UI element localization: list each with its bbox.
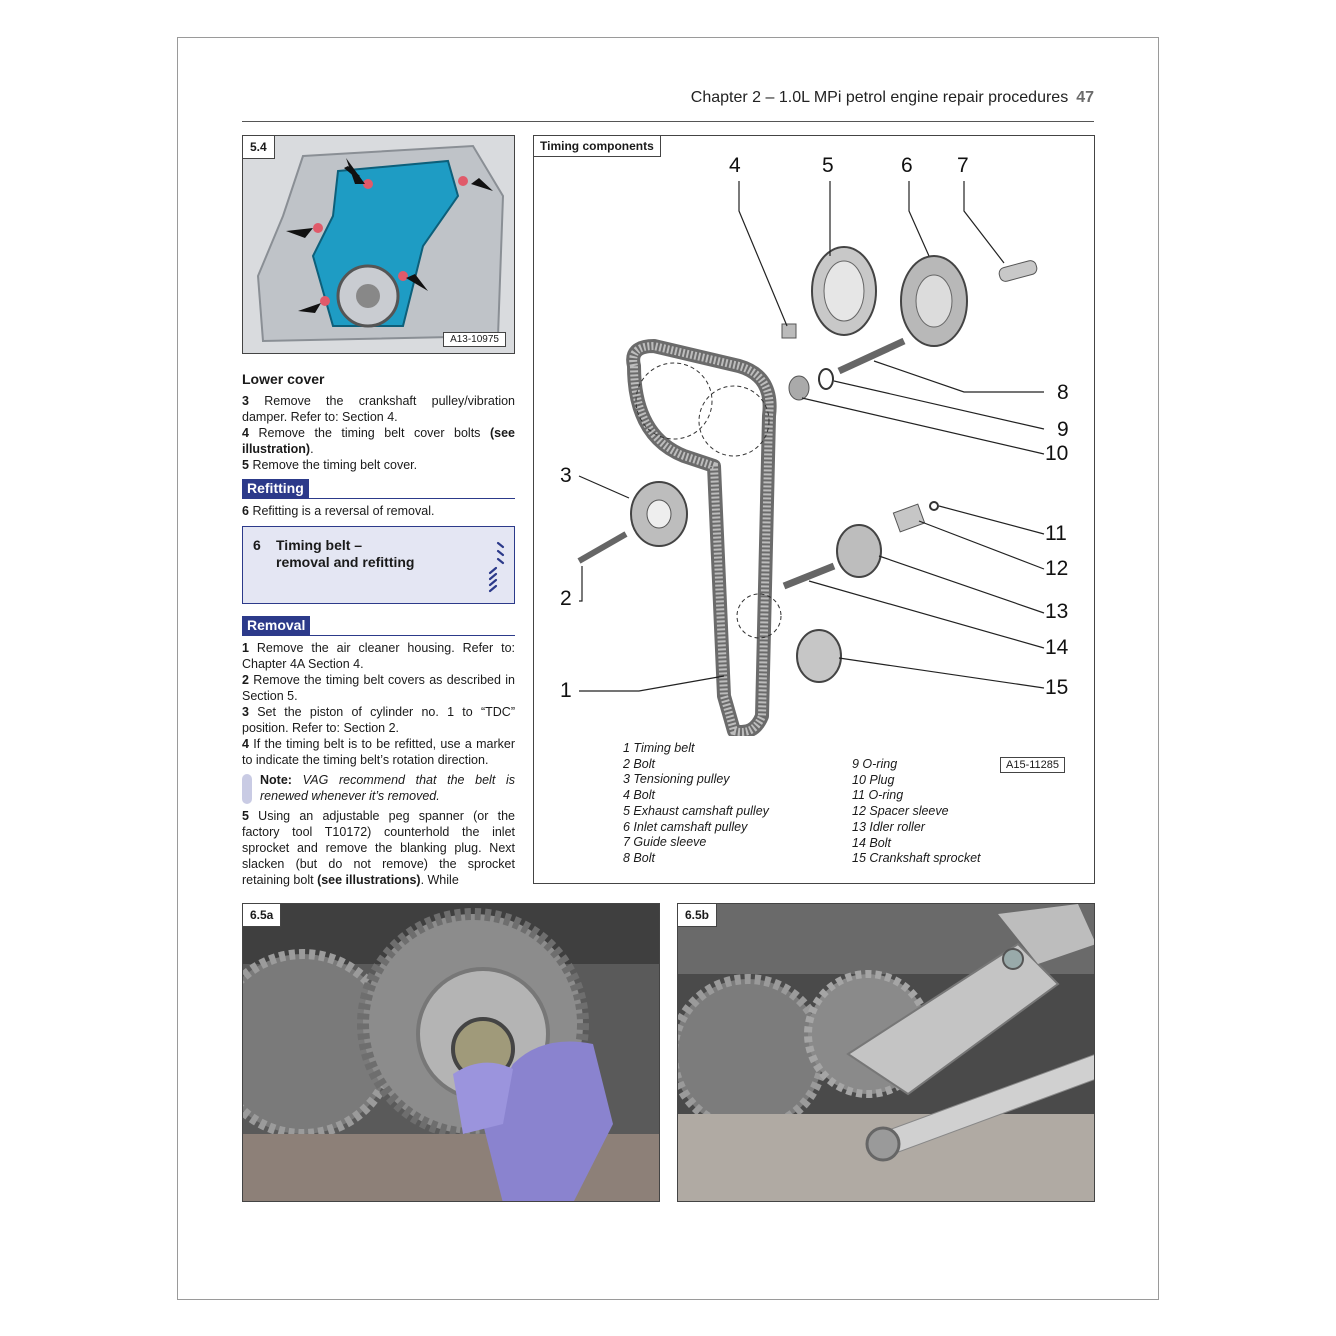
header-rule: [242, 121, 1094, 122]
legend-item: 4 Bolt: [623, 788, 655, 803]
legend-item: 1 Timing belt: [623, 741, 695, 755]
photo-6-5a: 6.5a: [242, 903, 660, 1202]
timing-belt-exploded-view: [577, 181, 1045, 736]
page-number: 47: [1076, 89, 1094, 106]
step-5: 5 Remove the timing belt cover.: [242, 458, 418, 472]
legend-item: 7 Guide sleeve: [623, 835, 707, 850]
chapter-title: Chapter 2 – 1.0L MPi petrol engine repai…: [690, 89, 1069, 106]
removal-step-4: 4 If the timing belt is to be refitted, …: [242, 737, 515, 767]
legend-item: 8 Bolt: [623, 850, 655, 865]
step-6: 6 Refitting is a reversal of removal.: [242, 504, 435, 518]
legend-item: 12 Spacer sleeve: [852, 804, 949, 819]
callout-15: 15: [1045, 676, 1069, 699]
note: Note: VAG recommend that the belt is ren…: [242, 772, 515, 804]
removal-step-5: 5 Using an adjustable peg spanner (or th…: [242, 809, 515, 887]
callout-9: 9: [1057, 418, 1069, 441]
photo-code: A13-10975: [443, 332, 506, 347]
legend-item: 10 Plug: [852, 772, 895, 787]
legend-item: 6 Inlet camshaft pulley: [623, 819, 748, 834]
photo-label: 5.4: [243, 136, 275, 159]
callout-2: 2: [560, 587, 572, 610]
step-3: 3 Remove the crankshaft pulley/vibration…: [242, 394, 516, 424]
callout-6: 6: [901, 154, 913, 177]
callout-4: 4: [729, 154, 741, 177]
diagram-tag: Timing components: [534, 136, 661, 157]
refitting-heading: Refitting: [242, 479, 515, 499]
sprocket-photo-illustration: [243, 904, 659, 1201]
diagram-code: A15-11285: [1000, 757, 1066, 773]
engine-cover-illustration: [243, 136, 514, 353]
photo-label: 6.5b: [678, 904, 718, 927]
timing-components-diagram: Timing components: [533, 135, 1095, 884]
lower-cover-heading: Lower cover: [242, 371, 325, 387]
spanner-rating-icon: [488, 541, 505, 593]
callout-12: 12: [1045, 557, 1069, 580]
page-header: Chapter 2 – 1.0L MPi petrol engine repai…: [178, 89, 1094, 107]
legend-item: 15 Crankshaft sprocket: [852, 851, 981, 866]
left-column-top: Lower cover 3 Remove the crankshaft pull…: [242, 371, 515, 519]
legend-item: 14 Bolt: [852, 835, 891, 850]
legend-left: 1 Timing belt 2 Bolt 3 Tensioning pulley…: [623, 741, 769, 867]
photo-label: 6.5a: [243, 904, 282, 927]
photo-5-4: 5.4 A13-10975: [242, 135, 515, 354]
removal-heading: Removal: [242, 616, 515, 636]
step-4: 4 Remove the timing belt cover bolts (se…: [242, 426, 515, 456]
callout-5: 5: [822, 154, 834, 177]
section-title: Timing belt – removal and refitting: [276, 537, 415, 570]
callout-8: 8: [1057, 381, 1069, 404]
callout-10: 10: [1045, 442, 1069, 465]
legend-item: 2 Bolt: [623, 756, 655, 771]
callout-14: 14: [1045, 636, 1069, 659]
photo-6-5b: 6.5b: [677, 903, 1095, 1202]
section-6-box: 6 Timing belt – removal and refitting: [242, 526, 515, 604]
section-number: 6: [253, 537, 261, 553]
legend-item: 5 Exhaust camshaft pulley: [623, 803, 769, 818]
legend-item: 11 O-ring: [852, 788, 904, 803]
callout-11: 11: [1045, 522, 1067, 545]
note-icon: [242, 774, 252, 804]
legend-item: 9 O-ring: [852, 757, 898, 771]
left-column-bottom: Removal 1 Remove the air cleaner housing…: [242, 614, 515, 888]
removal-step-3: 3 Set the piston of cylinder no. 1 to “T…: [242, 705, 515, 735]
legend-item: 3 Tensioning pulley: [623, 772, 730, 787]
callout-1: 1: [560, 679, 572, 702]
legend-right: 9 O-ring 10 Plug 11 O-ring 12 Spacer sle…: [852, 757, 981, 867]
manual-page: Chapter 2 – 1.0L MPi petrol engine repai…: [177, 37, 1159, 1300]
callout-7: 7: [957, 154, 969, 177]
peg-spanner-photo-illustration: [678, 904, 1094, 1201]
removal-step-1: 1 Remove the air cleaner housing. Refer …: [242, 641, 515, 671]
removal-step-2: 2 Remove the timing belt covers as descr…: [242, 673, 515, 703]
callout-13: 13: [1045, 600, 1069, 623]
legend-item: 13 Idler roller: [852, 819, 925, 834]
callout-3: 3: [560, 464, 572, 487]
